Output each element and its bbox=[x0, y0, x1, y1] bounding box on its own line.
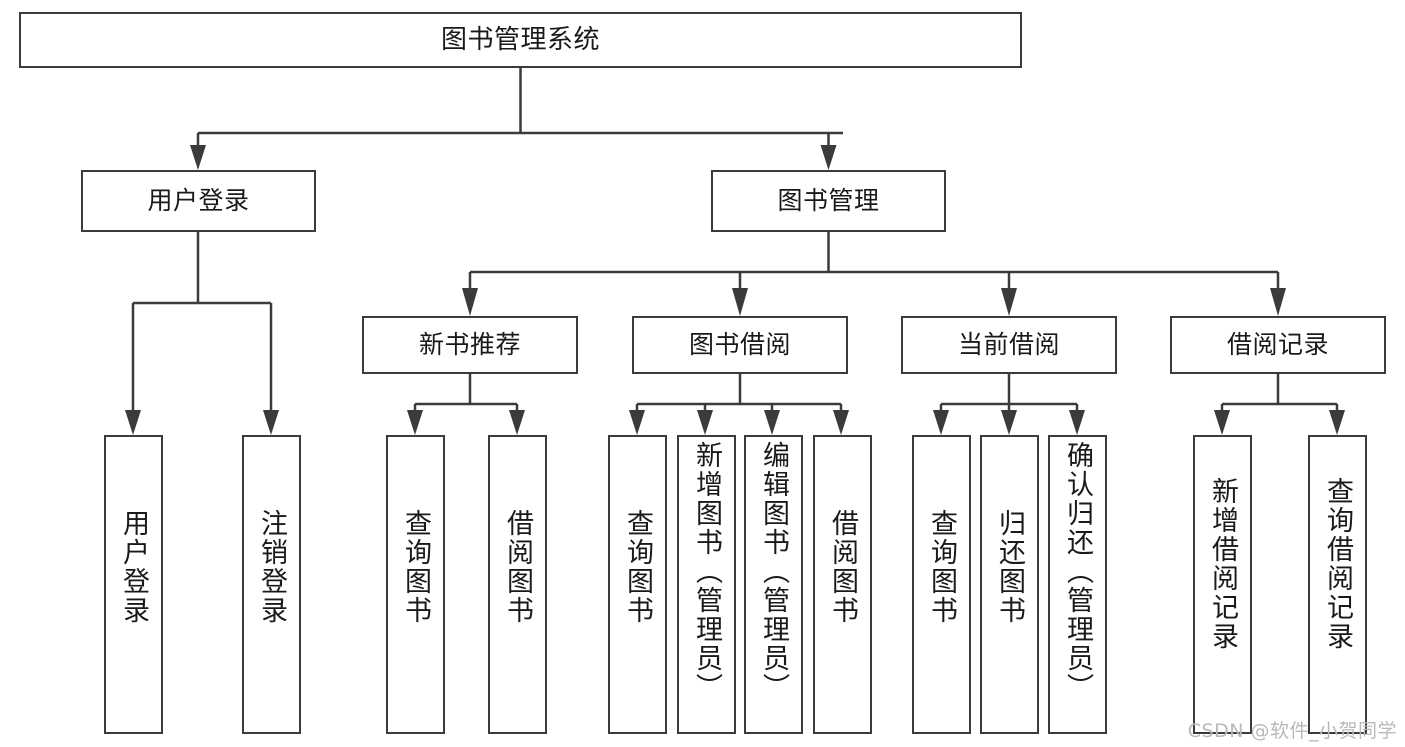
node-label: 查询借阅记录 bbox=[1322, 477, 1353, 651]
node-user-login[interactable]: 用户登录 bbox=[81, 170, 316, 232]
leaf-current-borrow-confirm-return-admin[interactable]: 确认归还（管理员） bbox=[1048, 435, 1107, 734]
leaf-borrow-record-add-record[interactable]: 新增借阅记录 bbox=[1193, 435, 1252, 734]
node-label: 图书管理系统 bbox=[440, 24, 600, 55]
node-label: 查询图书 bbox=[622, 509, 653, 625]
node-label: 查询图书 bbox=[400, 509, 431, 625]
node-label: 用户登录 bbox=[147, 186, 250, 216]
node-label: 用户登录 bbox=[118, 509, 149, 625]
csdn-watermark: CSDN @软件_小贺同学 bbox=[1187, 720, 1397, 742]
node-label: 新增图书（管理员） bbox=[691, 441, 722, 702]
leaf-current-borrow-query-book[interactable]: 查询图书 bbox=[912, 435, 971, 734]
leaf-current-borrow-return-book[interactable]: 归还图书 bbox=[980, 435, 1039, 734]
node-current-borrow[interactable]: 当前借阅 bbox=[901, 316, 1117, 374]
node-new-book-recommend[interactable]: 新书推荐 bbox=[362, 316, 578, 374]
node-label: 查询图书 bbox=[926, 509, 957, 625]
node-label: 图书借阅 bbox=[688, 330, 791, 360]
leaf-borrow-record-query-record[interactable]: 查询借阅记录 bbox=[1308, 435, 1367, 734]
node-label: 归还图书 bbox=[994, 509, 1025, 625]
leaf-book-borrow-edit-book-admin[interactable]: 编辑图书（管理员） bbox=[744, 435, 803, 734]
leaf-book-borrow-query-book[interactable]: 查询图书 bbox=[608, 435, 667, 734]
node-label: 新书推荐 bbox=[418, 330, 521, 360]
leaf-user-login-login[interactable]: 用户登录 bbox=[104, 435, 163, 734]
node-label: 借阅图书 bbox=[502, 509, 533, 625]
node-book-management[interactable]: 图书管理 bbox=[711, 170, 946, 232]
node-borrow-record[interactable]: 借阅记录 bbox=[1170, 316, 1386, 374]
node-label: 编辑图书（管理员） bbox=[758, 441, 789, 702]
node-label: 确认归还（管理员） bbox=[1062, 441, 1093, 702]
node-label: 注销登录 bbox=[256, 509, 287, 625]
leaf-new-book-borrow-book[interactable]: 借阅图书 bbox=[488, 435, 547, 734]
node-label: 图书管理 bbox=[777, 186, 880, 216]
node-root-book-management-system[interactable]: 图书管理系统 bbox=[19, 12, 1022, 68]
leaf-user-login-logout[interactable]: 注销登录 bbox=[242, 435, 301, 734]
node-label: 当前借阅 bbox=[957, 330, 1060, 360]
leaf-book-borrow-add-book-admin[interactable]: 新增图书（管理员） bbox=[677, 435, 736, 734]
leaf-new-book-query-book[interactable]: 查询图书 bbox=[386, 435, 445, 734]
node-book-borrow[interactable]: 图书借阅 bbox=[632, 316, 848, 374]
node-label: 借阅记录 bbox=[1226, 330, 1329, 360]
node-label: 新增借阅记录 bbox=[1207, 477, 1238, 651]
leaf-book-borrow-borrow-book[interactable]: 借阅图书 bbox=[813, 435, 872, 734]
node-label: 借阅图书 bbox=[827, 509, 858, 625]
